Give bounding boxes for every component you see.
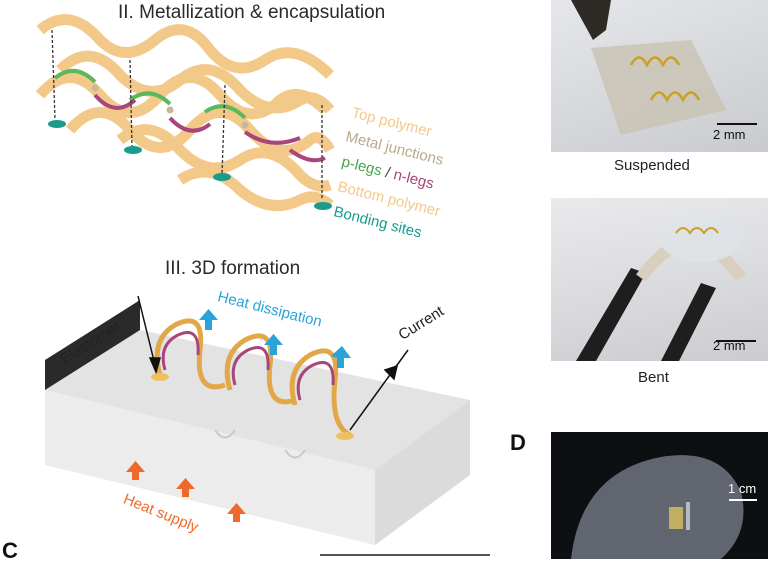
bonding-site <box>124 146 142 154</box>
suspended-caption: Suspended <box>614 157 690 174</box>
current-arrow-line <box>349 371 393 431</box>
elastomer-substrate-side <box>375 400 470 545</box>
bent-device-coil <box>675 227 719 235</box>
wrist-photo-illustration <box>571 455 757 559</box>
bonding-guide-line <box>51 29 56 121</box>
wrist-photo: 1 cm <box>551 432 768 559</box>
p-leg <box>203 104 247 120</box>
thermoelectric-coil <box>161 331 200 371</box>
bent-scale-label: 2 mm <box>713 338 746 353</box>
heat-dissipation-arrow <box>199 309 218 330</box>
bonding-site <box>213 173 231 181</box>
section-2-title: II. Metallization & encapsulation <box>118 2 386 23</box>
n-leg <box>93 93 137 110</box>
wrist-device <box>669 507 683 529</box>
bent-photo: 2 mm <box>551 198 768 361</box>
panel-letter-c: C <box>2 538 18 563</box>
heat-supply-arrow <box>227 503 246 522</box>
heat-dissipation-arrow <box>331 346 351 368</box>
coil-shadow <box>214 429 236 439</box>
suspended-device-film <box>591 40 726 135</box>
section-3-title: III. 3D formation <box>165 258 301 279</box>
bent-photo-illustration <box>576 214 756 361</box>
top-polymer-serpentine <box>176 166 334 212</box>
thermoelectric-coil <box>231 346 270 386</box>
n-leg <box>243 130 301 145</box>
elastomer-arrow-line <box>137 295 156 366</box>
suspended-device-coil <box>649 91 701 103</box>
suspended-photo: 2 mm <box>551 0 768 152</box>
bent-caption: Bent <box>638 369 669 386</box>
wrist-device-edge <box>686 502 690 530</box>
coil-contact-pad <box>151 373 169 381</box>
bottom-polymer-serpentine <box>65 107 335 156</box>
suspended-device-coil <box>629 56 681 68</box>
n-leg <box>168 116 212 133</box>
elastomer-arrowhead <box>148 357 161 375</box>
elastomer-back-wall <box>45 300 140 390</box>
suspended-photo-illustration <box>571 0 757 135</box>
thermoelectric-coil <box>154 318 226 390</box>
metal-junction <box>91 84 99 92</box>
tweezer-tip <box>571 0 611 40</box>
top-polymer-serpentine <box>116 124 332 192</box>
top-polymer-serpentine <box>36 14 334 79</box>
tweezer-arm-left <box>576 268 646 361</box>
heat-dissipation-arrow <box>264 334 283 355</box>
wrist-scale-label: 1 cm <box>728 481 757 496</box>
heat-supply-arrow <box>176 478 195 497</box>
n-leg <box>288 148 326 163</box>
serpentine-mesh-diagram <box>35 14 335 212</box>
top-polymer-serpentine <box>56 50 335 114</box>
heat-supply-arrow <box>126 461 145 480</box>
elastomer-substrate-top <box>45 330 470 470</box>
bonding-site <box>48 120 66 128</box>
thermoelectric-coil <box>296 361 335 401</box>
3d-formation-diagram <box>45 295 470 545</box>
p-leg <box>53 69 97 84</box>
wrist-skin <box>571 455 744 559</box>
metal-junction <box>241 121 249 129</box>
elastomer-substrate-front <box>45 390 375 545</box>
thermoelectric-coil <box>224 333 296 405</box>
bonding-site <box>314 202 332 210</box>
current-label-line <box>391 349 409 373</box>
panel-c-divider <box>320 554 490 556</box>
suspended-scale-label: 2 mm <box>713 127 746 142</box>
bonding-guide-line <box>221 84 226 176</box>
coil-shadow <box>284 449 306 459</box>
coil-contact-pad <box>336 432 354 440</box>
tweezer-arm-right <box>661 283 716 361</box>
p-leg <box>128 91 172 106</box>
panel-letter-d: D <box>510 430 526 455</box>
bent-device-top <box>659 214 743 262</box>
metal-junction <box>166 106 174 114</box>
